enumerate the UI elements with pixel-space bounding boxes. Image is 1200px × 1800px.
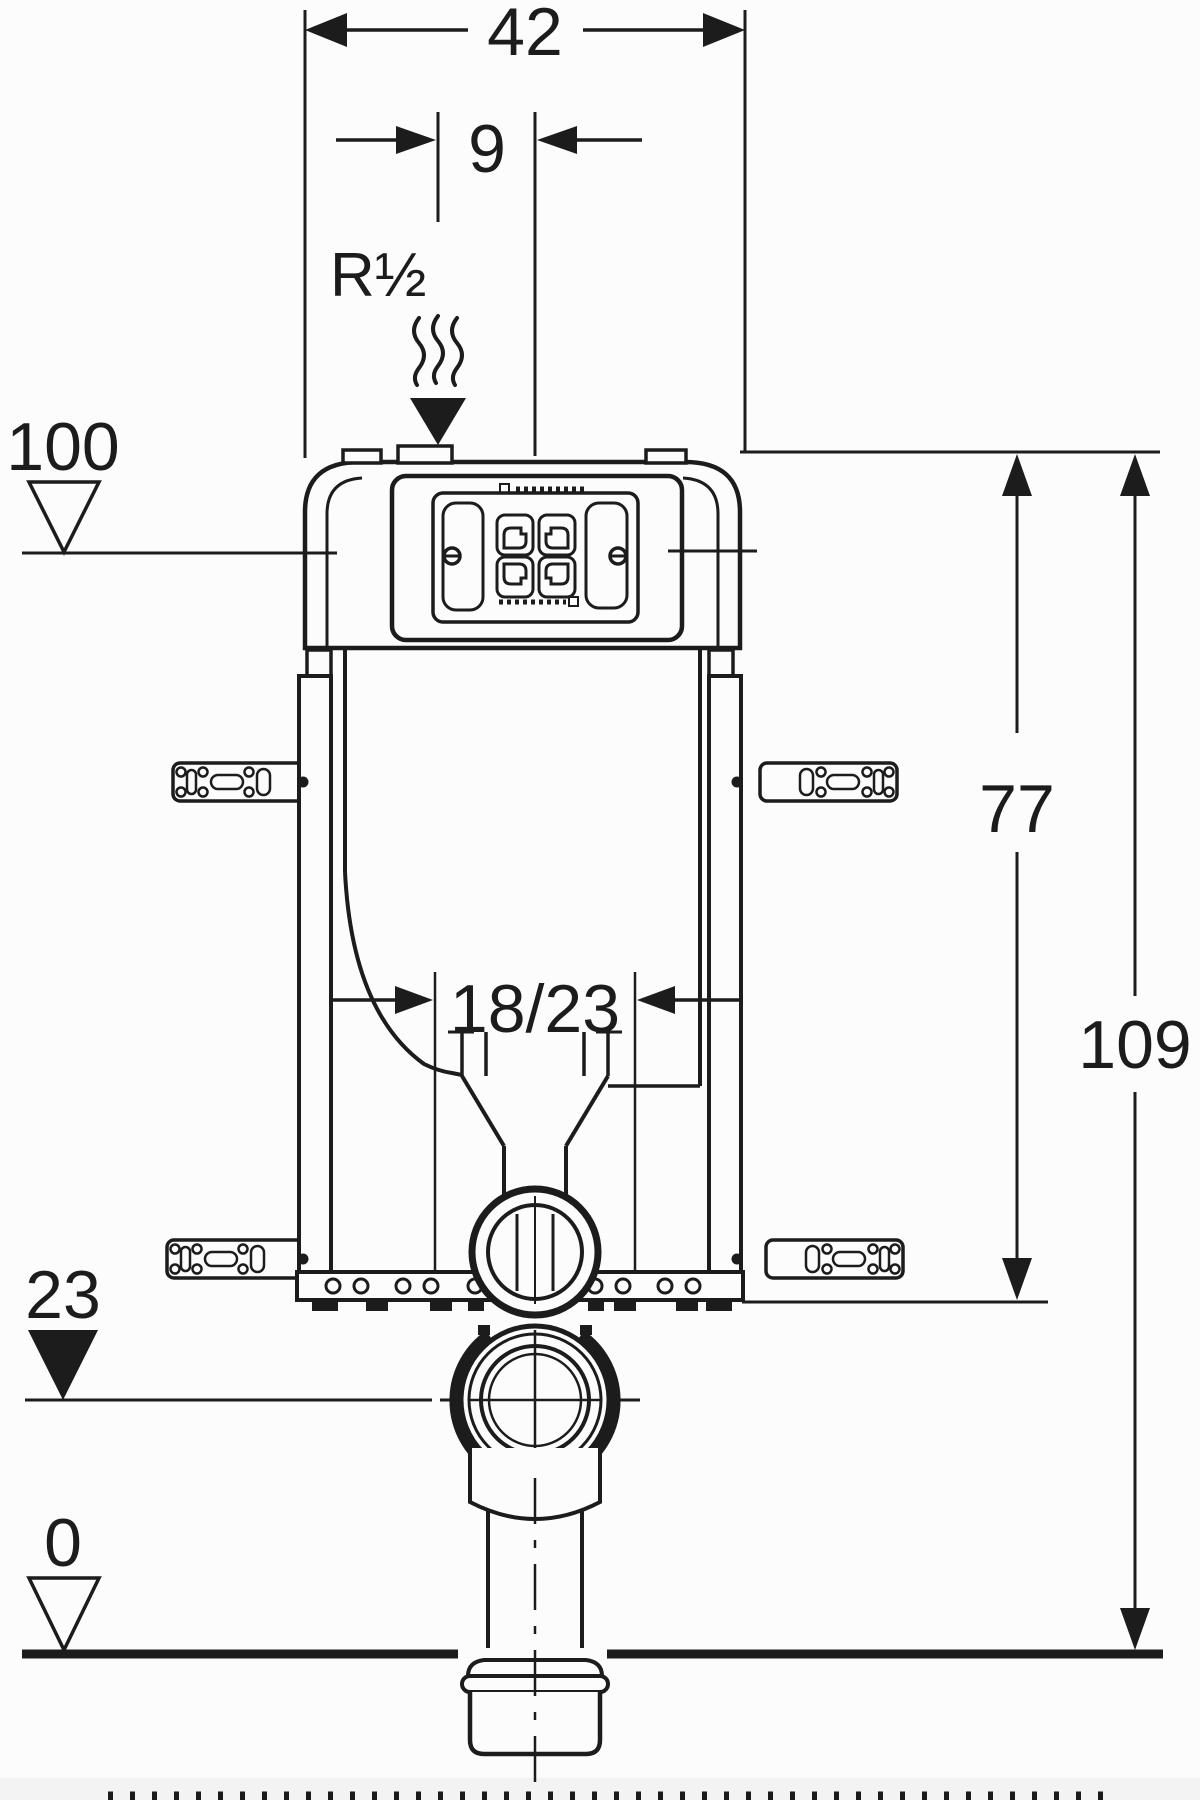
right-arrow-icon	[703, 13, 745, 47]
anchor-feet-marks	[312, 1300, 732, 1311]
dim-width-label: 42	[487, 0, 563, 70]
inward-arrow-right-icon	[537, 126, 577, 154]
dim-total-height-label: 109	[1078, 1007, 1191, 1083]
level-0-label: 0	[44, 1505, 82, 1581]
level-100-label: 100	[6, 409, 119, 485]
datum-0-floor: 0	[22, 1505, 1163, 1659]
down-arrow-icon	[1120, 1608, 1150, 1650]
lower-right-bracket	[764, 1238, 905, 1280]
up-arrow-icon	[1120, 454, 1150, 496]
top-tab-left	[341, 448, 383, 465]
flush-bend-ring	[468, 1185, 602, 1319]
top-tab-right	[644, 448, 688, 465]
lower-left-bracket	[165, 1238, 306, 1280]
dim-outlet-depth-label: 18/23	[450, 971, 620, 1047]
filled-level-triangle-icon	[28, 1330, 98, 1400]
cistern-assembly	[165, 444, 905, 1795]
datum-100: 100	[6, 409, 757, 556]
open-level-triangle-icon	[26, 1576, 102, 1655]
supply-thread-label: R½	[330, 241, 426, 310]
dimension-18-23: 18/23	[330, 971, 742, 1270]
up-arrow-icon	[1002, 454, 1032, 496]
datum-23: 23	[25, 1257, 640, 1402]
level-23-label: 23	[25, 1257, 101, 1333]
inward-arrow-left-icon	[396, 126, 436, 154]
dimension-77: 77	[979, 454, 1055, 1300]
supply-down-arrow-icon	[410, 398, 466, 445]
water-squiggle-icon	[412, 314, 464, 387]
dimension-9: 9	[336, 111, 642, 456]
frame-rails	[297, 648, 743, 1276]
upper-right-bracket	[758, 761, 899, 803]
open-level-triangle-icon	[26, 480, 102, 556]
cistern-top-cap	[302, 444, 743, 651]
water-supply-connection: R½	[330, 241, 466, 445]
flush-buttons	[495, 513, 577, 599]
tank-bowl-curve	[343, 871, 463, 1077]
dim-offset-label: 9	[468, 111, 506, 187]
flush-funnel	[460, 1074, 610, 1196]
bottom-rail-holes	[324, 1277, 702, 1295]
waste-bend	[449, 1323, 621, 1521]
dim-frame-height-label: 77	[979, 771, 1055, 847]
dimension-42: 42	[303, 0, 747, 458]
filler-valve-tab	[396, 444, 454, 465]
inward-arrow-left-icon	[395, 986, 433, 1014]
flush-plate-window	[389, 473, 685, 643]
upper-left-bracket	[171, 761, 312, 803]
tank-body	[343, 650, 702, 1196]
brand-microtext-marks	[499, 483, 584, 607]
cut-off-caption-strip	[0, 1778, 1200, 1800]
left-arrow-icon	[305, 13, 347, 47]
caption-strip-background	[0, 1778, 1200, 1800]
dimension-109: 109	[1078, 454, 1192, 1650]
inward-arrow-right-icon	[637, 986, 675, 1014]
down-arrow-icon	[1002, 1258, 1032, 1300]
